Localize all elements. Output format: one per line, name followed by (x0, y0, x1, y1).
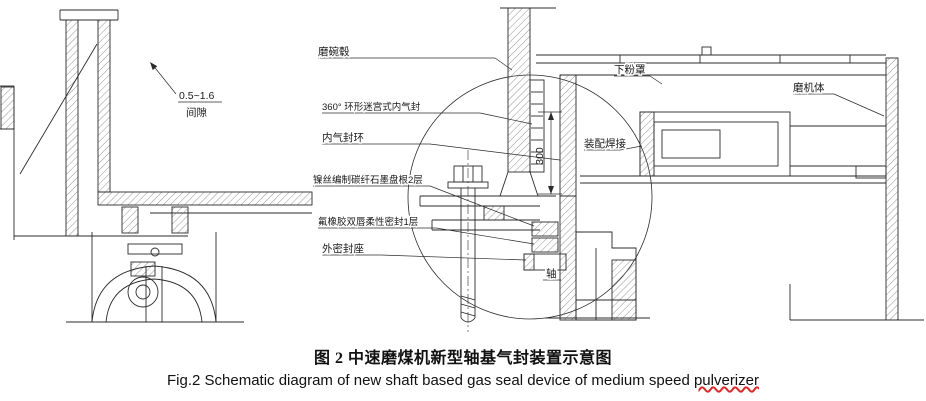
label-packing-layers: 镍丝编制碳纤石墨盘根2层 (313, 174, 423, 186)
label-gap-word: 间隙 (186, 106, 207, 119)
dimension-300: 300 (534, 147, 546, 165)
diagram-linework (0, 7, 924, 332)
caption-english-text: Fig.2 Schematic diagram of new shaft bas… (167, 372, 694, 389)
technical-diagram: 磨碗毂 0.5~1.6 间隙 360° 环形迷宫式内气封 内气封环 镍丝编制碳纤… (0, 7, 924, 332)
label-lower-powder-cover: 下粉罩 (614, 63, 646, 76)
leader-lines (151, 57, 885, 281)
label-assembly-weld: 装配焊接 (584, 137, 626, 150)
label-bowl-hub: 磨碗毂 (318, 45, 350, 58)
label-outer-seal-seat: 外密封座 (322, 242, 364, 255)
label-labyrinth-seal: 360° 环形迷宫式内气封 (322, 101, 421, 113)
label-inner-seal-ring: 内气封环 (322, 131, 364, 144)
label-shaft: 轴 (546, 267, 557, 280)
label-gap-value: 0.5~1.6 (179, 90, 214, 102)
caption-english-misspelled-word: pulverizer (693, 372, 759, 389)
caption-chinese: 图 2 中速磨煤机新型轴基气封装置示意图 (313, 350, 612, 367)
label-fluoro-seal: 氟橡胶双唇柔性密封1层 (318, 216, 418, 228)
caption-english: Fig.2 Schematic diagram of new shaft bas… (0, 372, 926, 389)
arrowheads (150, 62, 554, 194)
label-mill-body: 磨机体 (793, 81, 825, 94)
